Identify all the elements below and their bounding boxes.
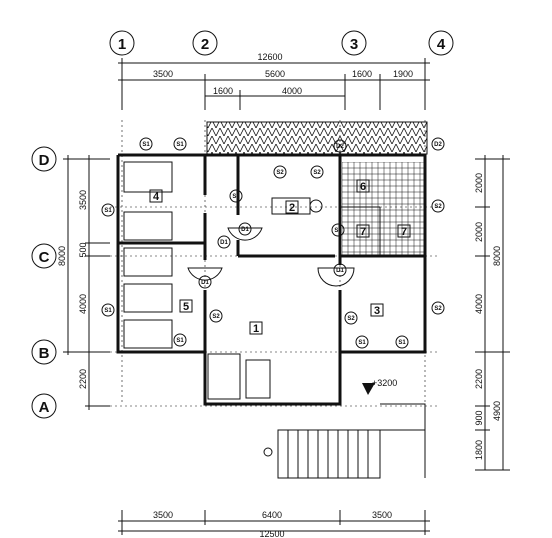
dim-top-f: 4000 [282, 86, 302, 96]
grid-label-4: 4 [437, 36, 446, 53]
tag-s2: S2 [334, 228, 342, 234]
dim-top-d: 1900 [393, 69, 413, 79]
bed-3 [123, 247, 173, 277]
opening-tags: S1 S1 S1 S1 S1 S1 S1 S2 S2 S2 S2 S2 S2 S… [101, 137, 445, 349]
grid-bubble-4 [428, 30, 454, 56]
tag-s2: S2 [434, 306, 442, 312]
room-1: 1 [253, 323, 259, 335]
grid-bubble-c [31, 243, 57, 269]
kitchen-counter [207, 353, 241, 400]
bed-4 [123, 283, 173, 313]
dim-right-e: 900 [474, 410, 484, 425]
tag-s2: S2 [276, 170, 284, 176]
room-6: 6 [360, 181, 366, 193]
door-swings [187, 227, 355, 287]
tag-d2: D2 [336, 144, 344, 150]
top-dimensions: 12600 3500 5600 1600 1900 1600 4000 [118, 52, 430, 110]
stair [263, 403, 426, 479]
dim-right-b: 2000 [474, 222, 484, 242]
tag-s1: S1 [142, 142, 150, 148]
tag-s1: S1 [104, 308, 112, 314]
dim-top-total: 12600 [257, 52, 282, 62]
tag-s1: S1 [104, 208, 112, 214]
grid-label-b: B [39, 345, 50, 362]
tag-s2: S2 [212, 314, 220, 320]
tag-s2: S2 [347, 316, 355, 322]
bed-1 [123, 161, 173, 193]
dim-bottom-b: 6400 [262, 510, 282, 520]
tag-d1: D1 [241, 227, 249, 233]
grid-label-1: 1 [118, 36, 126, 53]
tag-s1: S1 [176, 142, 184, 148]
tag-d1: D1 [336, 268, 344, 274]
left-dimensions: 8000 3500 500 4000 2200 [57, 155, 110, 410]
tag-d1: D1 [201, 280, 209, 286]
desk-chair [309, 199, 323, 213]
grid-label-2: 2 [201, 36, 209, 53]
room-2: 2 [289, 202, 295, 214]
dim-right-d: 2200 [474, 369, 484, 389]
room-numbers: 1 2 3 4 5 6 7 7 [149, 179, 411, 335]
grid-bubble-1 [109, 30, 135, 56]
tag-s2: S2 [313, 170, 321, 176]
dim-right-c: 4000 [474, 294, 484, 314]
elevation-marker: +3200 [362, 378, 397, 395]
kitchen-cabinet [245, 359, 271, 399]
grid-row-bubbles: D C B A [31, 146, 57, 419]
dim-right-a: 2000 [474, 173, 484, 193]
grid-bubble-3 [341, 30, 367, 56]
dim-left-c: 4000 [78, 294, 88, 314]
grid-column-bubbles: 1 2 3 4 [109, 30, 454, 56]
dim-left-d: 2200 [78, 369, 88, 389]
room-4: 4 [153, 191, 160, 203]
dim-right-outer-a: 8000 [492, 246, 502, 266]
dim-left-b: 500 [78, 242, 88, 257]
grid-bubble-2 [192, 30, 218, 56]
dim-top-b: 5600 [265, 69, 285, 79]
elevation-text: +3200 [372, 378, 397, 388]
grid-label-a: A [39, 399, 50, 416]
grid-label-c: C [39, 249, 50, 266]
bed-5 [123, 319, 173, 349]
tag-s1: S1 [176, 338, 184, 344]
tag-s2: S2 [434, 204, 442, 210]
dim-right-outer-b: 4900 [492, 401, 502, 421]
tag-s2: S2 [232, 194, 240, 200]
dim-right-f: 1800 [474, 440, 484, 460]
walls [116, 153, 427, 406]
right-dimensions: 2000 2000 4000 2200 900 1800 8000 4900 [474, 155, 510, 471]
grid-label-d: D [39, 152, 50, 169]
tag-s1: S1 [358, 340, 366, 346]
bottom-dimensions: 3500 6400 3500 12500 [118, 510, 430, 538]
room-7b: 7 [401, 226, 407, 238]
room-7a: 7 [360, 226, 366, 238]
dim-bottom-a: 3500 [153, 510, 173, 520]
tag-s1: S1 [398, 340, 406, 346]
room-3: 3 [374, 305, 380, 317]
tag-d2: D2 [434, 142, 442, 148]
terrace-hatch [206, 121, 428, 155]
dim-bottom-c: 3500 [372, 510, 392, 520]
dim-left-a: 3500 [78, 190, 88, 210]
grid-bubble-b [31, 339, 57, 365]
dim-top-e: 1600 [213, 86, 233, 96]
tag-d1: D1 [220, 240, 228, 246]
grid-bubble-a [31, 393, 57, 419]
furniture-beds [123, 161, 173, 349]
dim-top-c: 1600 [352, 69, 372, 79]
grid-bubble-d [31, 146, 57, 172]
tiled-area [342, 162, 424, 256]
bed-2 [123, 211, 173, 241]
dim-top-a: 3500 [153, 69, 173, 79]
room-5: 5 [183, 301, 189, 313]
dim-left-outer: 8000 [57, 246, 67, 266]
dim-bottom-total: 12500 [259, 529, 284, 538]
grid-label-3: 3 [350, 36, 358, 53]
